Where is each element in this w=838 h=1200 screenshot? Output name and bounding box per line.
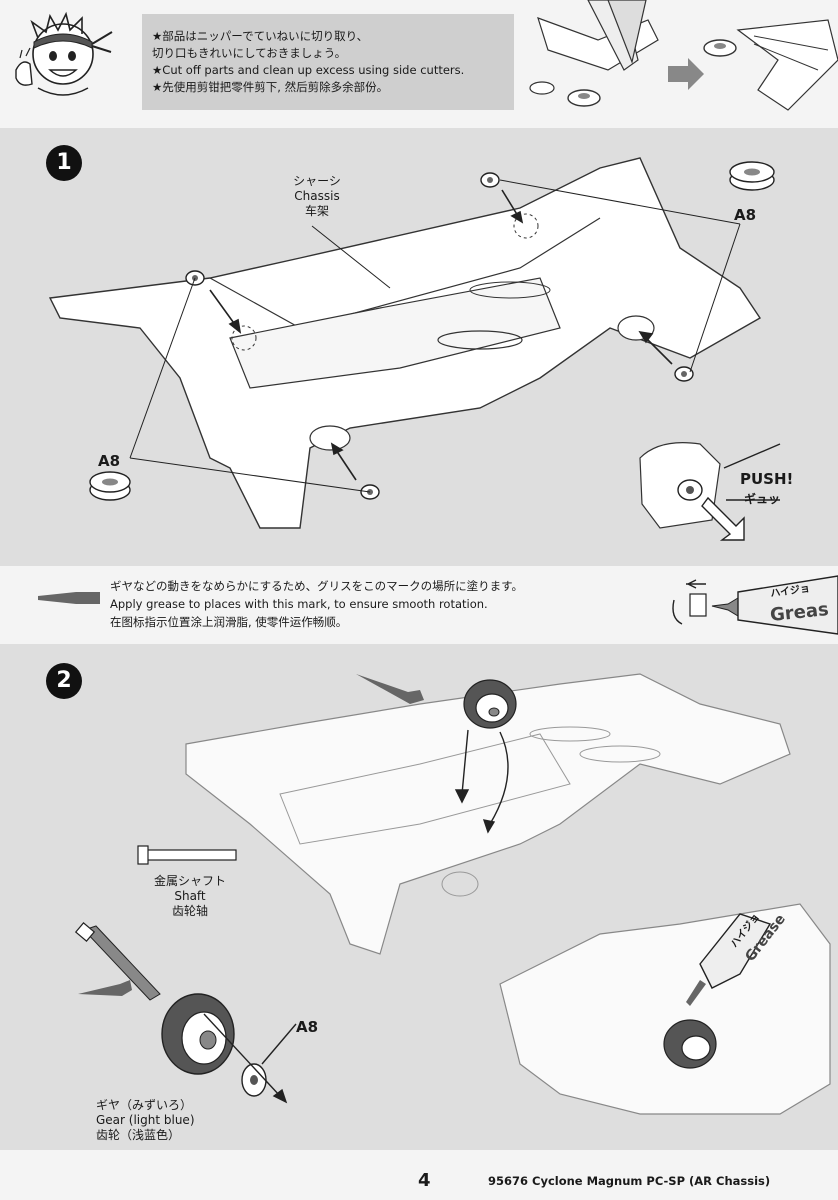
part-a8-label-left: A8: [98, 452, 121, 470]
step-1-number: 1: [46, 145, 82, 181]
grease-line-zh: 在图标指示位置涂上润滑脂, 使零件运作畅顺。: [110, 615, 348, 629]
step-2-number: 2: [46, 663, 82, 699]
gear-label-en: Gear (light blue): [96, 1113, 195, 1127]
shaft-label-jp: 金属シャフト: [153, 874, 226, 888]
chassis-label-jp: シャーシ: [293, 174, 341, 188]
chassis-illustration-step1: [48, 157, 781, 541]
note-line-zh: ★先使用剪钳把零件剪下, 然后剪除多余部份。: [152, 80, 389, 94]
shaft-label-en: Shaft: [174, 889, 206, 903]
grease-line-en: Apply grease to places with this mark, t…: [110, 597, 488, 611]
grease-tube-illustration: [672, 575, 838, 635]
gear-assembly-illustration: [74, 673, 831, 1115]
grease-mark-icon: [38, 592, 100, 604]
grease-instruction-band: ギヤなどの動きをなめらかにするため、グリスをこのマークの場所に塗ります。 App…: [0, 568, 838, 640]
note-line-en: ★Cut off parts and clean up excess using…: [152, 63, 465, 77]
grease-line-jp: ギヤなどの動きをなめらかにするため、グリスをこのマークの場所に塗ります。: [110, 579, 523, 593]
gear-top: [463, 679, 517, 729]
footer-product-text: 95676 Cyclone Magnum PC-SP (AR Chassis): [488, 1174, 771, 1188]
part-a8-label-right: A8: [734, 206, 757, 224]
chassis-label-en: Chassis: [294, 189, 340, 203]
page-number: 4: [418, 1170, 431, 1191]
shaft-label: 金属シャフト Shaft 齿轮轴: [150, 874, 230, 919]
part-a8-label-step2: A8: [296, 1018, 319, 1036]
chassis-label-zh: 车架: [304, 204, 329, 218]
cutting-instructions-box: ★部品はニッパーでていねいに切り取り、 切り口もきれいにしておきましょう。 ★C…: [142, 14, 514, 110]
gear-label: ギヤ（みずいろ） Gear (light blue) 齿轮（浅蓝色）: [96, 1098, 195, 1143]
side-cutters-illustration: [529, 0, 838, 111]
gear-label-zh: 齿轮（浅蓝色）: [96, 1128, 181, 1142]
push-label: PUSH!: [740, 470, 794, 488]
note-line-jp-1: ★部品はニッパーでていねいに切り取り、: [152, 29, 369, 43]
mascot-illustration: [15, 11, 113, 96]
push-label-jp: ギュッ: [744, 492, 781, 506]
chassis-label: シャーシ Chassis 车架: [282, 174, 352, 219]
shaft-label-zh: 齿轮轴: [171, 904, 208, 918]
gear-label-jp: ギヤ（みずいろ）: [96, 1098, 193, 1112]
note-line-jp-2: 切り口もきれいにしておきましょう。: [152, 46, 347, 60]
